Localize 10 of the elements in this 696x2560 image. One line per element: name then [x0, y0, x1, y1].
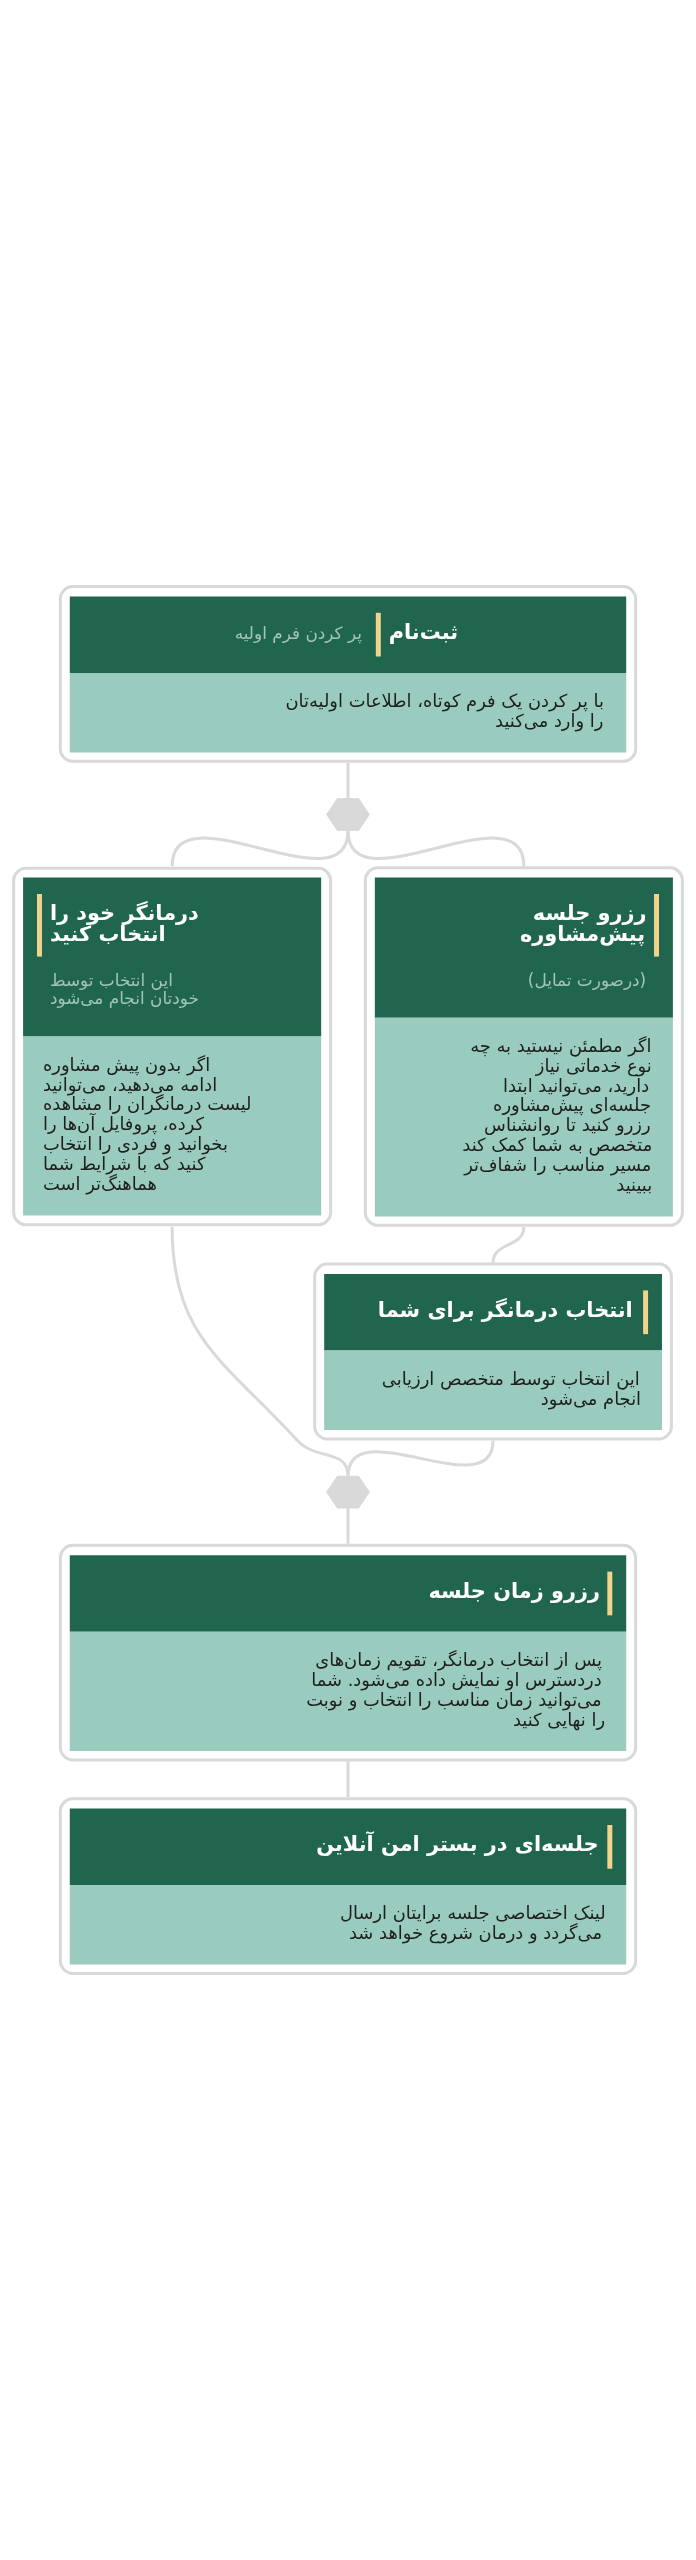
connector — [170, 830, 350, 867]
connector — [346, 762, 350, 799]
connector — [491, 1226, 526, 1263]
connector — [346, 1440, 495, 1477]
connector — [346, 1508, 350, 1544]
connector — [346, 1761, 350, 1798]
connector — [346, 830, 526, 867]
node-hexagon — [326, 798, 370, 831]
connector — [170, 1226, 350, 1477]
node-hexagon — [326, 1475, 370, 1509]
